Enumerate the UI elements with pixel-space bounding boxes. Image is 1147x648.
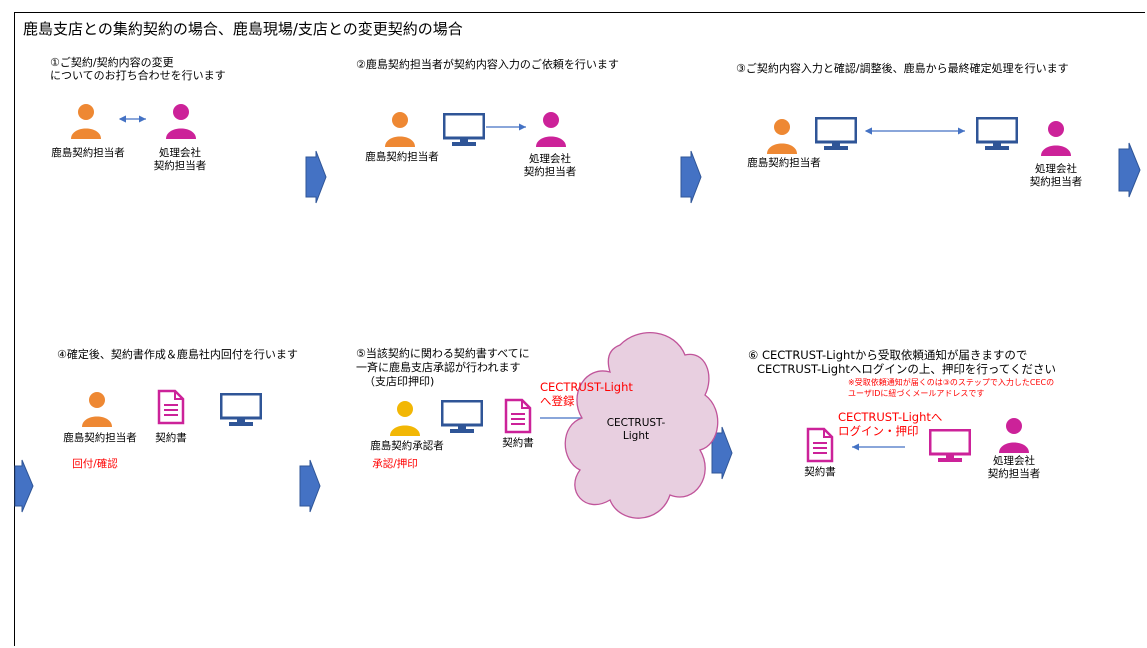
step5-register-line2: へ登録 [540,394,575,408]
step1-person-b-line1: 処理会社 [159,147,201,159]
step4-person-a: 鹿島契約担当者 [63,432,137,444]
monitor-icon [815,117,857,150]
step6-doc: 契約書 [804,466,836,478]
step5-register-line1: CECTRUST-Light [540,380,633,394]
person-icon [166,104,196,139]
step2-person-b-line2: 契約担当者 [523,166,577,178]
monitor-icon [220,393,262,426]
step1-text-line1: ①ご契約/契約内容の変更 [50,56,174,69]
page-title: 鹿島支店との集約契約の場合、鹿島現場/支店との変更契約の場合 [23,20,463,38]
step5-doc: 契約書 [502,437,534,449]
cloud-icon [564,332,719,519]
step4-doc: 契約書 [155,432,187,444]
step6-note-line1: ※受取依頼通知が届くのは③のステップで入力したCECの [848,378,1055,387]
step3-text: ③ご契約内容入力と確認/調整後、鹿島から最終確定処理を行います [736,62,1069,75]
cloud-label-line1: CECTRUST- [606,417,666,429]
step2-person-a: 鹿島契約担当者 [365,151,439,163]
chevron-arrow-icon [14,142,1141,513]
monitor-icon [441,400,483,433]
person-icon [385,112,415,147]
monitor-icon [929,429,971,462]
person-icon [1041,121,1071,156]
step6-person-b-line1: 処理会社 [993,455,1035,467]
step6-person-b-line2: 契約担当者 [987,468,1041,480]
step6-login-line1: CECTRUST-Lightへ [838,410,943,424]
step3-person-a: 鹿島契約担当者 [747,157,821,169]
step4-action: 回付/確認 [72,458,118,470]
step1-person-a: 鹿島契約担当者 [51,147,125,159]
person-icon [767,119,797,154]
person-icon [71,104,101,139]
step6-text-line1: ⑥ CECTRUST-Lightから受取依頼通知が届きますので [748,348,1028,362]
cloud-label-line2: Light [622,430,650,442]
step5-text-line2: 一斉に鹿島支店承認が行われます [356,361,521,374]
step3-person-b-line2: 契約担当者 [1029,176,1083,188]
person-icon [999,418,1029,453]
step6-note-line2: ユーザIDに紐づくメールアドレスです [848,389,985,398]
step3-person-b-line1: 処理会社 [1035,163,1077,175]
step5-action: 承認/押印 [372,458,418,470]
monitor-icon [976,117,1018,150]
step5-person-a: 鹿島契約承認者 [370,440,444,452]
person-icon [390,401,420,436]
step5-text-line1: ⑤当該契約に関わる契約書すべてに [356,347,530,360]
person-icon [536,112,566,147]
monitor-icon [443,113,485,146]
step2-person-b-line1: 処理会社 [529,153,571,165]
step1-person-b-line2: 契約担当者 [153,160,207,172]
document-icon [806,427,834,463]
step5-text-line3: （支店印押印) [364,375,435,388]
step1-text-line2: についてのお打ち合わせを行います [50,69,226,82]
person-icon [82,392,112,427]
document-icon [504,398,532,434]
step6-login-line2: ログイン・押印 [838,424,919,438]
document-icon [157,389,185,425]
step6-text-line2: CECTRUST-Lightへログインの上、押印を行ってください [757,362,1056,376]
diagram-frame [14,12,1145,646]
step2-text: ②鹿島契約担当者が契約内容入力のご依頼を行います [356,58,619,71]
step4-text: ④確定後、契約書作成＆鹿島社内回付を行います [57,348,298,361]
